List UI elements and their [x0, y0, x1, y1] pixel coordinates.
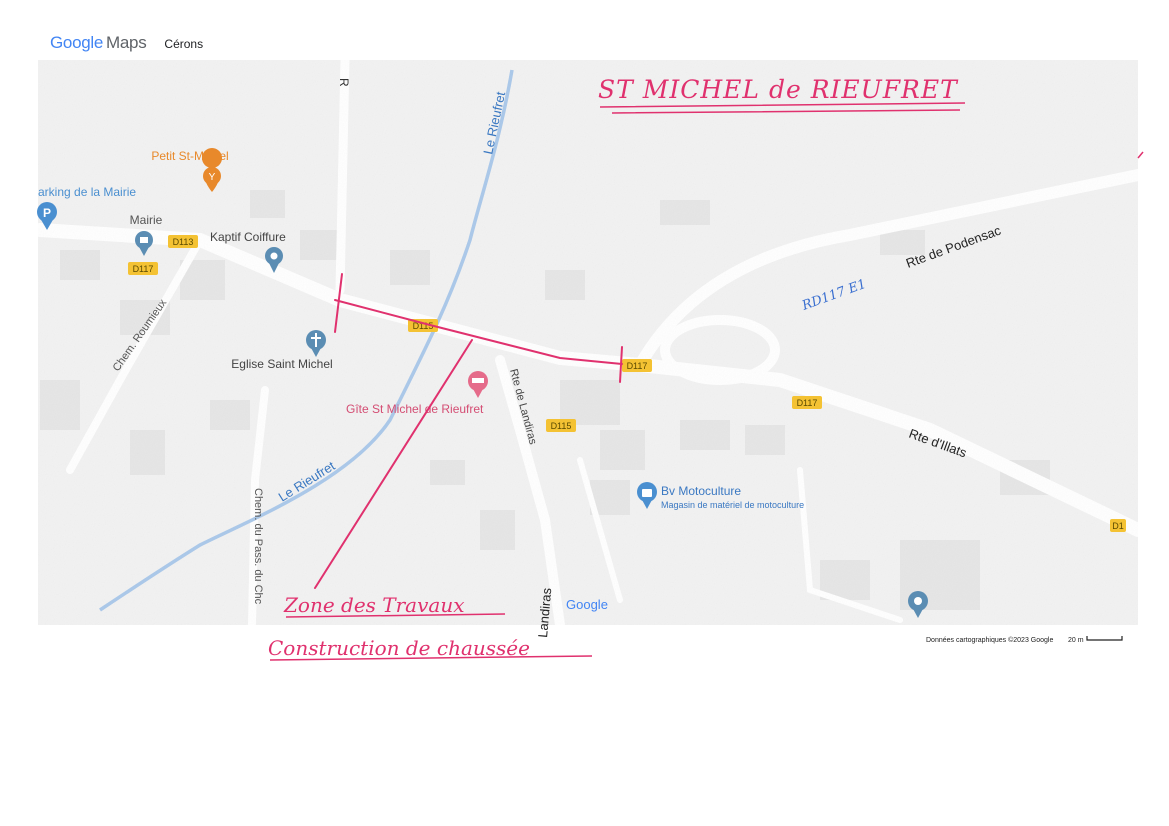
cocktail-icon: Y [209, 172, 216, 183]
poi-gite[interactable]: Gîte St Michel de Rieufret [346, 371, 488, 416]
parking-pin-icon [37, 202, 57, 222]
svg-text:D117: D117 [133, 264, 154, 274]
handwritten-construction-label: Construction de chaussée [268, 636, 530, 660]
road-badge-d117-illats: D117 [792, 396, 822, 409]
svg-text:D115: D115 [551, 421, 572, 431]
map-attribution: Données cartographiques ©2023 Google [926, 636, 1053, 644]
road-badge-d1-edge: D1 [1110, 519, 1126, 532]
svg-text:D113: D113 [173, 237, 194, 247]
place-name: Cérons [164, 37, 204, 51]
poi-parking[interactable]: arking de la Mairie P [37, 185, 136, 230]
svg-text:D117: D117 [627, 361, 648, 371]
street-label-r: R [337, 78, 351, 87]
poi-label-kaptif: Kaptif Coiffure [210, 230, 286, 244]
maps-logo-text: Maps [106, 33, 147, 52]
scale-bar: 20 m [1068, 636, 1123, 644]
handwritten-title: ST MICHEL de RIEUFRET [598, 75, 959, 104]
poi-label-motoculture: Bv Motoculture [661, 484, 741, 498]
map-texture [38, 60, 1138, 625]
svg-text:D117: D117 [797, 398, 818, 408]
poi-sublabel-motoculture: Magasin de matériel de motoculture [661, 500, 804, 510]
handwritten-zone-label: Zone des Travaux [283, 593, 464, 617]
poi-label-mairie: Mairie [130, 213, 163, 227]
road-badge-d115-south: D115 [546, 419, 576, 432]
poi-label-gite: Gîte St Michel de Rieufret [346, 402, 484, 416]
svg-text:P: P [43, 206, 51, 220]
street-label-landiras: Landiras [535, 587, 554, 638]
google-logo-text: Google [50, 33, 104, 52]
street-label-chem-pass: Chem. du Pass. du Chc [252, 488, 264, 605]
title-underline [599, 102, 966, 114]
poi-motoculture[interactable]: Bv Motoculture Magasin de matériel de mo… [637, 482, 804, 510]
road-badge-d117-east: D117 [622, 359, 652, 372]
poi-eglise[interactable]: Eglise Saint Michel [231, 330, 333, 371]
google-watermark: Google [566, 597, 608, 612]
zone-underline [285, 613, 506, 618]
poi-mairie[interactable]: Mairie [130, 213, 163, 256]
construction-underline [269, 655, 593, 661]
road-badge-d117-mairie: D117 [128, 262, 158, 275]
poi-label-parking: arking de la Mairie [38, 185, 136, 199]
pen-mark [1137, 151, 1144, 159]
svg-text:D1: D1 [1112, 521, 1124, 531]
poi-label-eglise: Eglise Saint Michel [231, 357, 332, 371]
road-badge-d113: D113 [168, 235, 198, 248]
scale-label: 20 m [1068, 637, 1084, 644]
poi-unnamed-pin[interactable] [908, 591, 928, 618]
poi-kaptif-coiffure[interactable]: Kaptif Coiffure [210, 230, 286, 273]
works-zone-markup [314, 273, 623, 589]
poi-petit-st-michel[interactable]: Petit St-Michel Y [151, 148, 229, 192]
svg-text:D115: D115 [413, 321, 434, 331]
road-badge-d115-center: D115 [408, 319, 438, 332]
